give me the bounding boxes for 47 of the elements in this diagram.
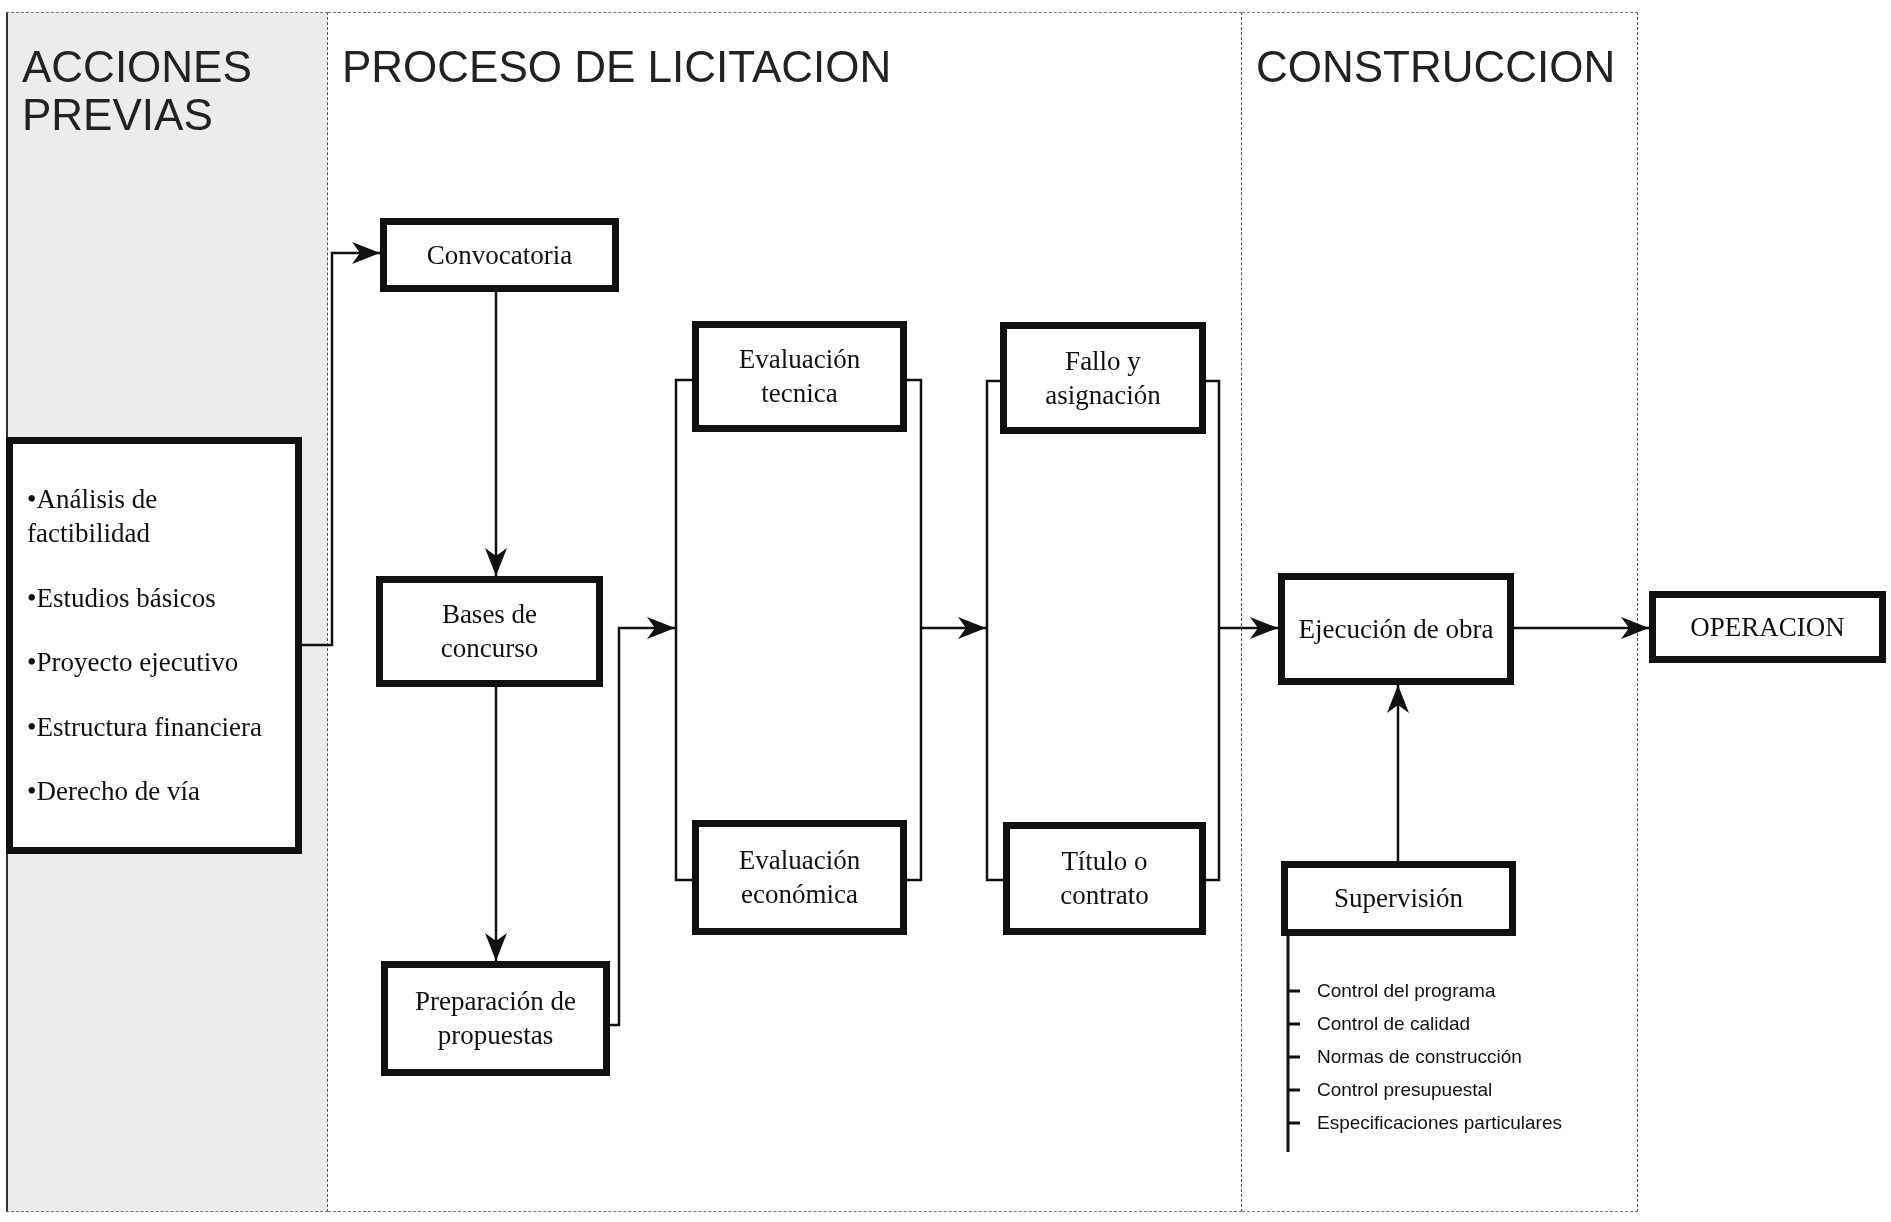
arrow bbox=[302, 242, 380, 647]
phase-band bbox=[1242, 12, 1638, 1212]
box-label: Ejecución de obra bbox=[1298, 612, 1494, 646]
list-box bbox=[6, 436, 302, 854]
phase-band bbox=[328, 12, 1242, 1212]
box-label: OPERACION bbox=[1690, 611, 1845, 644]
process-box bbox=[692, 819, 907, 935]
list-item: •Derecho de vía bbox=[27, 775, 200, 808]
list-item: •Estudios básicos bbox=[27, 581, 216, 615]
process-box bbox=[1649, 591, 1886, 663]
process-box bbox=[380, 217, 619, 292]
box-label: Supervisión bbox=[1334, 882, 1463, 915]
bracket-frame bbox=[986, 321, 1220, 935]
process-box bbox=[1281, 860, 1516, 936]
arrow bbox=[485, 687, 507, 961]
process-box bbox=[692, 320, 907, 432]
list-item: •Proyecto ejecutivo bbox=[27, 646, 239, 679]
box-label: Evaluación tecnica bbox=[737, 343, 862, 410]
phase-band bbox=[6, 12, 328, 1212]
checklist-item: Control de calidad bbox=[1317, 1012, 1471, 1036]
box-label: Evaluación económica bbox=[737, 844, 862, 911]
phase-heading: CONSTRUCCION bbox=[1256, 43, 1617, 91]
checklist-item: Especificaciones particulares bbox=[1317, 1111, 1562, 1135]
arrow bbox=[610, 617, 675, 1027]
process-box bbox=[381, 960, 610, 1076]
box-label: Título o contrato bbox=[1059, 845, 1150, 912]
checklist-item: Normas de construcción bbox=[1317, 1045, 1522, 1069]
bracket-frame bbox=[675, 320, 922, 935]
arrow bbox=[1514, 617, 1649, 639]
arrow bbox=[485, 292, 507, 576]
process-box bbox=[376, 575, 603, 687]
list-item: •Análisis de factibilidad bbox=[27, 483, 159, 550]
process-box bbox=[1003, 821, 1206, 935]
process-box bbox=[1278, 572, 1514, 685]
phase-heading: ACCIONES PREVIAS bbox=[22, 43, 253, 139]
arrow bbox=[1220, 617, 1278, 639]
phase-heading: PROCESO DE LICITACION bbox=[342, 43, 893, 91]
box-label: Convocatoria bbox=[426, 238, 573, 272]
arrow bbox=[1387, 685, 1409, 861]
box-label: Bases de concurso bbox=[439, 598, 540, 665]
box-label: Fallo y asignación bbox=[1044, 344, 1162, 412]
checklist-item: Control presupuestal bbox=[1317, 1078, 1493, 1102]
list-item: •Estructura financiera bbox=[27, 710, 263, 744]
checklist-item: Control del programa bbox=[1317, 979, 1496, 1003]
arrow bbox=[922, 617, 986, 639]
process-box bbox=[1000, 321, 1206, 434]
box-label: Preparación de propuestas bbox=[413, 985, 578, 1052]
